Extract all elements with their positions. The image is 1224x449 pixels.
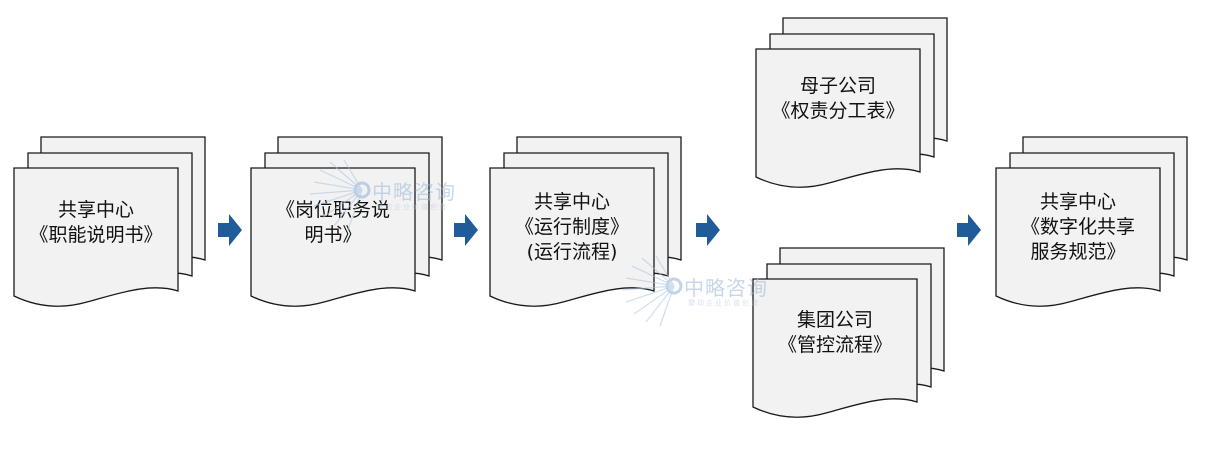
doc-stack-group-control-process: 集团公司 《管控流程》 [752, 247, 947, 418]
flow-arrow-icon [696, 214, 720, 246]
watermark-text: 中略咨询 [684, 276, 768, 300]
doc-stack-digital-service-spec: 共享中心 《数字化共享 服务规范》 [995, 136, 1190, 307]
doc-label-line: 《职能说明书》 [29, 224, 163, 246]
flow-arrow-icon [218, 214, 242, 246]
doc-label-line: 共享中心 [1039, 190, 1116, 213]
doc-stack-shape [13, 136, 206, 307]
doc-stack-shape [489, 136, 682, 307]
doc-label-line: 服务规范》 [1030, 240, 1126, 263]
doc-label: 母子公司 《权责分工表》 [756, 49, 920, 149]
flow-arrow-icon [957, 214, 981, 246]
doc-label-line: 《运行制度》 [514, 215, 629, 238]
doc-label-line: 母子公司 [799, 75, 876, 97]
doc-label: 集团公司 《管控流程》 [753, 279, 917, 387]
doc-stack-shape [755, 17, 948, 188]
watermark-logo: 中略咨询 聚动企业价值创造 [300, 160, 490, 270]
doc-label-line: 《权责分工表》 [771, 100, 905, 122]
doc-label-line: 明书》 [304, 224, 362, 246]
watermark-subtext: 聚动企业价值创造 [376, 203, 448, 211]
doc-stack-shape [250, 136, 443, 307]
doc-label-line: (运行流程) [526, 240, 618, 263]
burst-icon [309, 160, 371, 231]
doc-stack-parent-sub-division: 母子公司 《权责分工表》 [755, 17, 950, 188]
doc-label-line: 《数字化共享 [1020, 215, 1135, 238]
doc-stack-operation-system: 共享中心 《运行制度》 (运行流程) [489, 136, 684, 307]
doc-label-line: 共享中心 [533, 190, 610, 213]
watermark-text: 中略咨询 [372, 180, 456, 204]
doc-stack-shape [995, 136, 1188, 307]
flow-arrow-icon [454, 214, 478, 246]
burst-icon [621, 256, 683, 327]
doc-label-line: 共享中心 [57, 199, 134, 221]
doc-stack-job-description: 共享中心 《职能说明书》 [13, 136, 208, 307]
doc-stack-shape [752, 247, 945, 418]
doc-label-line: 《管控流程》 [777, 334, 892, 356]
doc-stack-post-responsibility: 《岗位职务说 明书》 [250, 136, 445, 307]
doc-label-line: 集团公司 [796, 309, 873, 331]
watermark-subtext: 聚动企业价值创造 [688, 299, 760, 307]
doc-label: 共享中心 《运行制度》 (运行流程) [490, 168, 654, 286]
doc-label: 共享中心 《职能说明书》 [14, 168, 178, 278]
doc-label: 共享中心 《数字化共享 服务规范》 [996, 168, 1160, 286]
watermark-logo: 中略咨询 聚动企业价值创造 [612, 256, 802, 366]
